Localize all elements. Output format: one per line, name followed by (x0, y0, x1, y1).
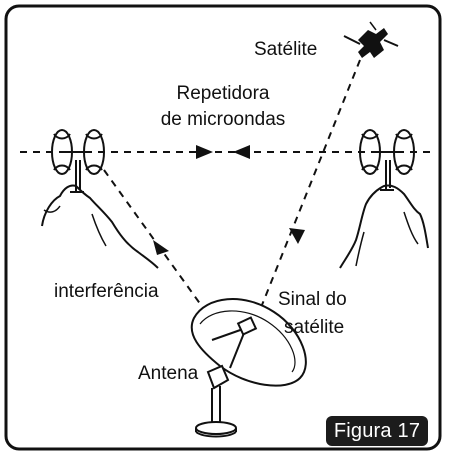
right-mountain-icon (339, 184, 429, 269)
left-repeater-icon (51, 129, 105, 193)
repeater-label-line1: Repetidora (176, 83, 270, 104)
repeater-label-line2: de microondas (160, 109, 286, 130)
interference-label: interferência (54, 281, 159, 302)
figure-frame (4, 4, 442, 451)
left-mountain-icon (41, 184, 159, 269)
arrow-right (196, 145, 213, 159)
right-repeater-icon (359, 129, 415, 191)
dish-antenna-icon (190, 298, 307, 438)
satellite-label: Satélite (254, 39, 318, 60)
interference-arrow (153, 240, 169, 255)
figure-badge-label: Figura 17 (333, 419, 421, 442)
arrow-left (233, 145, 250, 159)
figure-badge: Figura 17 (326, 416, 428, 446)
satellite-signal-arrow (289, 228, 305, 244)
antenna-label: Antena (138, 363, 199, 384)
satellite-signal-line (251, 59, 361, 331)
interference-line (103, 169, 207, 313)
signal-label-line2: satélite (284, 317, 345, 338)
satellite-icon (343, 21, 399, 58)
signal-label-line1: Sinal do (278, 289, 347, 310)
